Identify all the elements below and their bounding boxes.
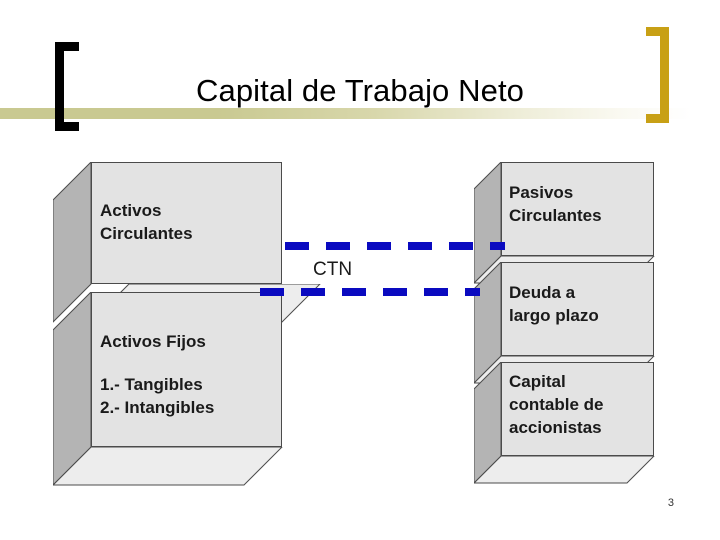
- left-bracket-icon: [55, 42, 79, 131]
- ctn-connector-line-top: [285, 242, 505, 250]
- box-side-face: [53, 292, 92, 486]
- box-label-capital-contable: Capital contable de accionistas: [509, 372, 604, 437]
- page-number: 3: [667, 497, 674, 509]
- box-label-deuda-largo-plazo: Deuda a largo plazo: [509, 283, 599, 325]
- ctn-connector-line-bottom: [260, 288, 480, 296]
- box-front-face: [91, 162, 282, 284]
- box-capital-contable: Capital contable de accionistas: [474, 362, 655, 484]
- box-activos-fijos: Activos Fijos 1.- Tangibles 2.- Intangib…: [53, 292, 283, 486]
- box-front-face: [91, 292, 282, 447]
- ctn-label: CTN: [313, 259, 353, 280]
- box-front-face: [501, 362, 654, 456]
- box-deuda-largo-plazo: Deuda a largo plazo: [474, 262, 655, 384]
- box-pasivos-circulantes: Pasivos Circulantes: [474, 162, 655, 284]
- box-activos-circulantes: Activos Circulantes: [53, 162, 321, 323]
- box-front-face: [501, 162, 654, 256]
- right-bracket-icon: [646, 27, 669, 123]
- page-title: Capital de Trabajo Neto: [196, 73, 524, 108]
- box-side-face: [474, 162, 502, 284]
- box-heading-activos-fijos: Activos Fijos: [100, 332, 206, 351]
- box-label-activos-circulantes: Activos Circulantes: [100, 201, 193, 243]
- box-side-face: [474, 262, 502, 384]
- box-label-pasivos-circulantes: Pasivos Circulantes: [509, 183, 602, 225]
- title-band: [0, 108, 720, 119]
- box-side-face: [474, 362, 502, 484]
- box-front-face: [501, 262, 654, 356]
- box-side-face: [53, 162, 92, 323]
- box-list-activos-fijos: 1.- Tangibles 2.- Intangibles: [100, 375, 215, 417]
